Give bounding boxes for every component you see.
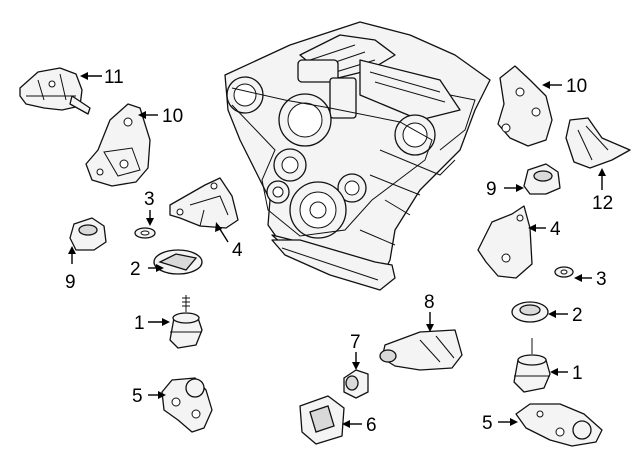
callout-9-right: 9 [486, 179, 497, 200]
engine-block [224, 21, 491, 291]
callout-6: 6 [366, 415, 377, 436]
part-3-left-washer [134, 227, 156, 239]
callout-labels: 11 10 3 4 9 2 1 5 8 7 6 10 12 9 4 3 2 1 … [65, 67, 613, 436]
callout-8: 8 [424, 292, 435, 313]
callout-3-left: 3 [144, 189, 155, 210]
callout-4-right: 4 [550, 219, 561, 240]
part-1-left-engine-mount [169, 295, 203, 349]
callout-2-right: 2 [572, 305, 583, 326]
part-7-bushing [343, 369, 369, 399]
part-5-left-mount-bracket [161, 377, 213, 433]
part-2-right-insulator [511, 301, 549, 323]
part-9-left-insulator [69, 217, 107, 251]
callout-5-left: 5 [132, 386, 143, 407]
part-10-right-mount-bracket [497, 65, 553, 147]
part-6-mount-housing [299, 395, 345, 445]
part-4-center-mount-bracket [169, 177, 239, 229]
callout-1-right: 1 [572, 363, 583, 384]
part-8-transmission-mount [379, 329, 463, 371]
part-11-heat-shield-bracket [19, 67, 91, 115]
callout-10-right: 10 [566, 76, 587, 97]
callout-10-left: 10 [162, 106, 183, 127]
leader-lines [68, 72, 606, 428]
callout-9-left: 9 [65, 272, 76, 293]
callout-1-left: 1 [134, 313, 145, 334]
callout-7: 7 [350, 332, 361, 353]
part-9-right-insulator [523, 163, 561, 195]
part-4-right-mount-bracket [477, 205, 533, 279]
callout-5-right: 5 [482, 413, 493, 434]
callout-3-right: 3 [596, 269, 607, 290]
part-12-heat-shield [565, 117, 631, 169]
part-3-right-washer [554, 266, 574, 278]
callout-11: 11 [104, 67, 124, 88]
part-2-left-insulator [153, 249, 203, 275]
callout-12: 12 [592, 193, 613, 214]
part-1-right-engine-mount [513, 338, 551, 393]
callout-4-center: 4 [232, 240, 243, 261]
callout-2-left: 2 [130, 259, 141, 280]
part-10-left-mount-bracket [85, 103, 151, 187]
part-5-right-mount-bracket [515, 403, 603, 447]
